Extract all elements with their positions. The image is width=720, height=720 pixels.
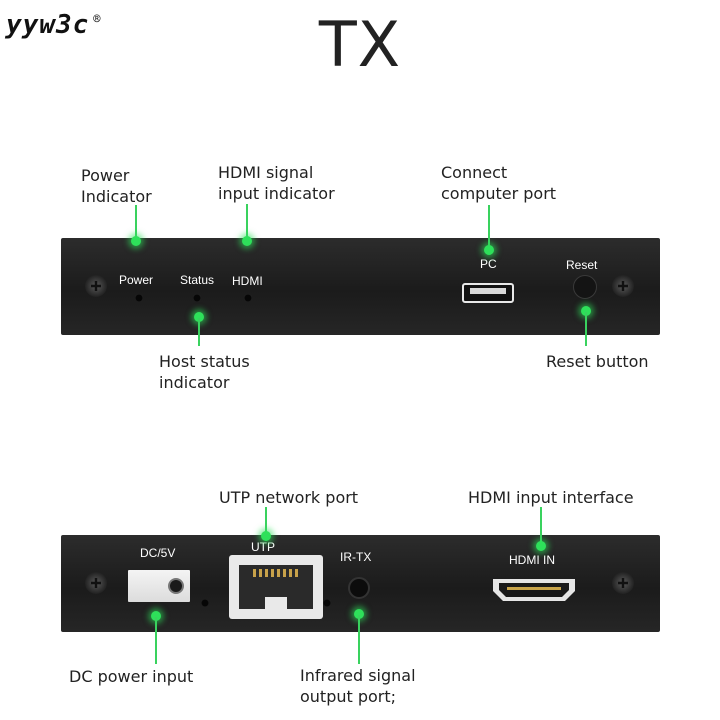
callout-line [585,312,587,346]
brand-logo: yyw3c® [6,10,102,40]
callout-reset-button: Reset button [546,352,649,371]
screw-icon [612,275,634,297]
power-label: Power [119,273,154,287]
registered-mark: ® [93,12,102,26]
irtx-label: IR-TX [340,550,372,564]
reset-label: Reset [566,258,598,272]
callout-infrared-line2: output port; [300,687,397,706]
reset-button[interactable] [573,275,597,299]
callout-connect-computer-line1: Connect [441,163,508,182]
dc-label: DC/5V [140,546,176,560]
screw-icon [85,572,107,594]
callout-dot [242,236,252,246]
callout-infrared-line1: Infrared signal [300,666,416,685]
callout-line [246,204,248,241]
usb-port-icon[interactable] [462,283,514,303]
status-label: Status [180,273,215,287]
callout-line [265,507,267,536]
hdmi-port-icon[interactable] [491,577,577,603]
callout-host-status-line2: indicator [159,373,230,392]
callout-hdmi-input: HDMI input interface [468,488,634,507]
hdmi-in-label: HDMI IN [509,553,555,567]
audio-jack-icon[interactable] [348,577,370,599]
screw-icon [85,275,107,297]
callout-line [155,617,157,664]
rj45-port-icon[interactable] [229,555,323,619]
callout-hdmi-signal-line1: HDMI signal [218,163,314,182]
callout-power-indicator-line2: Indicator [81,187,152,206]
callout-hdmi-signal: HDMI signal input indicator [218,162,335,204]
callout-dot [261,531,271,541]
callout-dot [581,306,591,316]
callout-connect-computer: Connect computer port [441,162,556,204]
indicator-led [201,599,209,607]
callout-line [488,205,490,248]
status-led [193,294,201,302]
callout-dot [151,611,161,621]
callout-line [540,507,542,545]
callout-line [135,205,137,241]
callout-utp-network: UTP network port [219,488,359,507]
indicator-led [323,599,331,607]
hdmi-label: HDMI [232,274,263,288]
power-led [135,294,143,302]
callout-host-status-line1: Host status [159,352,250,371]
dc-jack-icon[interactable] [128,570,190,602]
hdmi-led [244,294,252,302]
callout-power-indicator-line1: Power [81,166,130,185]
callout-dc-power: DC power input [69,667,194,686]
brand-name: yyw3c [6,10,90,40]
callout-line [198,318,200,346]
front-panel: Power Status HDMI PC Reset [61,238,660,335]
callout-dot [131,236,141,246]
callout-power-indicator: Power Indicator [81,165,152,207]
pc-label: PC [480,257,497,271]
page-title: TX [318,8,402,81]
callout-connect-computer-line2: computer port [441,184,557,203]
callout-dot [354,609,364,619]
callout-dot [484,245,494,255]
callout-hdmi-signal-line2: input indicator [218,184,335,203]
callout-dot [536,541,546,551]
callout-line [358,615,360,664]
callout-infrared: Infrared signal output port; [300,665,416,707]
callout-dot [194,312,204,322]
callout-host-status: Host status indicator [159,351,250,393]
utp-label: UTP [251,540,275,554]
screw-icon [612,572,634,594]
